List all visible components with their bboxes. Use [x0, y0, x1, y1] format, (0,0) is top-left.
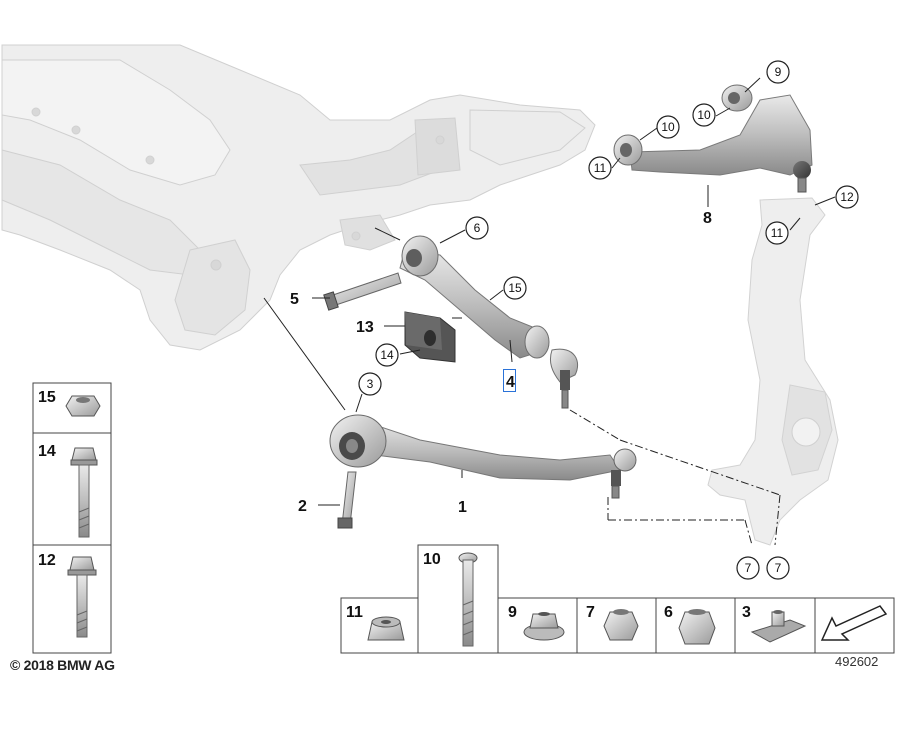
callout-13: 13 — [356, 319, 374, 336]
parts-table-left: 15 14 12 — [32, 382, 112, 654]
steering-knuckle — [707, 197, 839, 546]
table-cell-9: 9 — [508, 604, 565, 641]
svg-text:11: 11 — [346, 604, 363, 621]
svg-text:15: 15 — [38, 389, 56, 406]
front-subframe — [1, 44, 596, 351]
tension-strut-part-4 — [399, 235, 579, 409]
callout-12: 12 — [835, 185, 859, 209]
bold-callouts: 5 13 4 2 1 8 — [290, 210, 712, 516]
svg-text:6: 6 — [474, 221, 481, 235]
svg-text:3: 3 — [742, 604, 751, 621]
svg-text:11: 11 — [771, 226, 784, 240]
callout-7-a: 7 — [736, 556, 760, 580]
table-cell-15: 15 — [38, 389, 101, 417]
arrow-icon — [820, 605, 888, 641]
svg-text:10: 10 — [697, 108, 711, 122]
rubber-mount-part-13 — [404, 311, 456, 363]
table-cell-12: 12 — [38, 552, 97, 638]
svg-text:12: 12 — [840, 190, 854, 204]
callout-10-a: 10 — [692, 103, 716, 127]
callout-2: 2 — [298, 498, 307, 515]
upper-wishbone-part-8 — [613, 84, 813, 193]
callout-11-b: 11 — [765, 221, 789, 245]
svg-text:7: 7 — [586, 604, 595, 621]
svg-text:12: 12 — [38, 552, 56, 569]
callout-1: 1 — [458, 499, 467, 516]
callout-15: 15 — [503, 276, 527, 300]
lower-wishbone-part-1 — [329, 414, 637, 499]
svg-text:9: 9 — [508, 604, 517, 621]
table-cell-3: 3 — [742, 604, 807, 643]
callout-4: 4 — [506, 374, 515, 391]
table-cell-10: 10 — [423, 551, 478, 647]
svg-text:7: 7 — [775, 561, 782, 575]
selected-callout-highlight — [503, 369, 516, 392]
callout-9: 9 — [766, 60, 790, 84]
image-number: 492602 — [835, 654, 879, 669]
table-cell-14: 14 — [38, 443, 98, 538]
leader-lines — [263, 77, 836, 546]
callout-6: 6 — [465, 216, 489, 240]
svg-text:10: 10 — [661, 120, 675, 134]
bolt-part-2 — [337, 471, 357, 529]
svg-text:7: 7 — [745, 561, 752, 575]
callout-3: 3 — [358, 372, 382, 396]
svg-text:3: 3 — [367, 377, 374, 391]
table-cell-7: 7 — [586, 604, 639, 641]
callout-11-a: 11 — [588, 156, 612, 180]
svg-text:6: 6 — [664, 604, 673, 621]
table-cell-6: 6 — [664, 604, 716, 645]
callout-5: 5 — [290, 291, 299, 308]
table-cell-11: 11 — [346, 604, 405, 641]
callout-8: 8 — [703, 210, 712, 227]
svg-text:15: 15 — [508, 281, 522, 295]
svg-text:9: 9 — [775, 65, 782, 79]
circled-callouts: 6 15 14 3 9 10 10 11 12 11 7 7 — [358, 60, 859, 580]
svg-text:14: 14 — [380, 348, 394, 362]
copyright-text: © 2018 BMW AG — [10, 657, 115, 673]
svg-text:11: 11 — [594, 161, 607, 175]
svg-text:14: 14 — [38, 443, 56, 460]
callout-14: 14 — [375, 343, 399, 367]
callout-7-b: 7 — [766, 556, 790, 580]
parts-table-bottom: 11 10 9 7 6 — [340, 544, 895, 654]
callout-10-b: 10 — [656, 115, 680, 139]
bolt-part-5 — [323, 272, 402, 311]
svg-text:10: 10 — [423, 551, 441, 568]
